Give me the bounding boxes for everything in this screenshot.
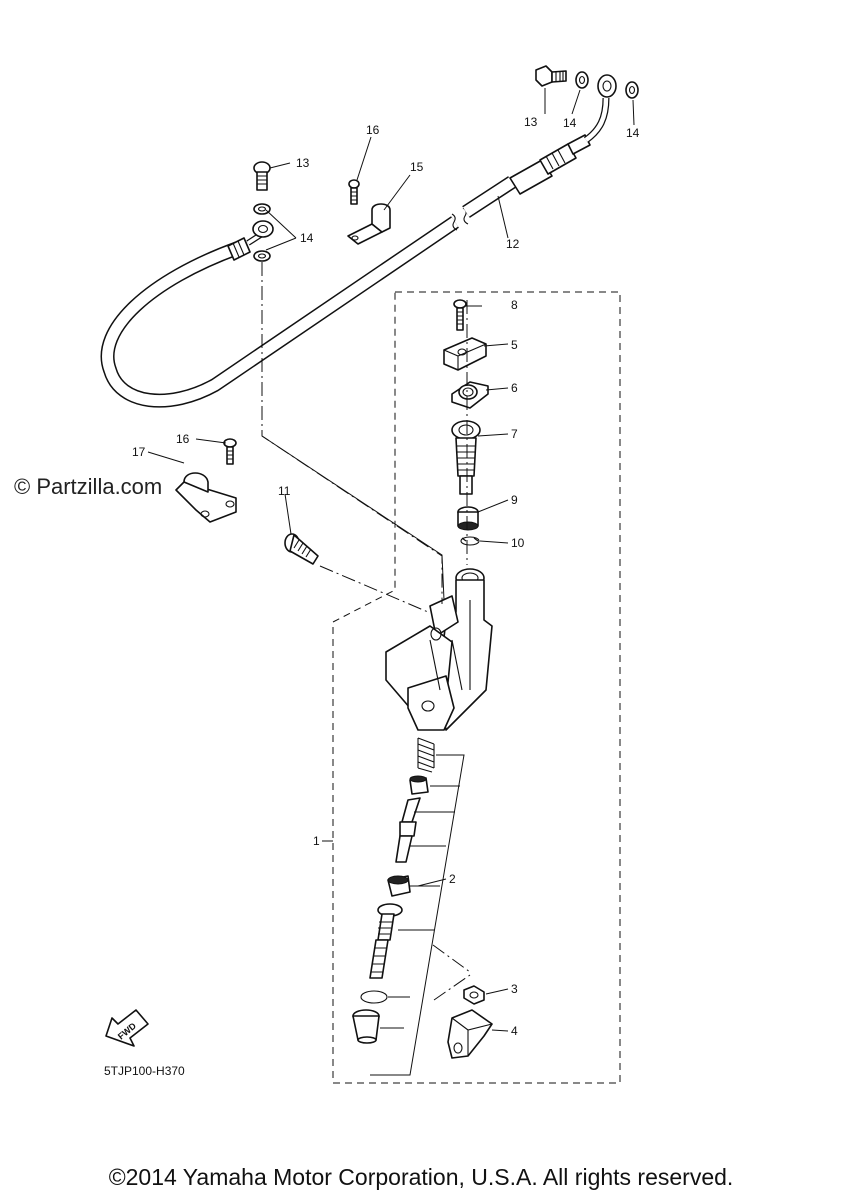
lower-washer-b[interactable] — [253, 250, 271, 262]
reservoir-cap-screw[interactable] — [453, 299, 467, 331]
callout-14-lower: 14 — [300, 231, 314, 245]
reservoir-float[interactable] — [457, 506, 479, 531]
upper-washer-b[interactable] — [625, 81, 639, 99]
hose-clamp[interactable] — [175, 472, 237, 523]
mounting-bolt[interactable] — [284, 533, 319, 565]
upper-washer-a[interactable] — [575, 71, 589, 89]
callout-7: 7 — [511, 427, 518, 441]
callout-2: 2 — [449, 872, 456, 886]
hose-guide[interactable] — [347, 203, 391, 245]
master-cylinder-body[interactable] — [385, 568, 493, 731]
callout-14-upper-left: 14 — [563, 116, 577, 130]
callout-14-upper-right: 14 — [626, 126, 640, 140]
diagram-code: 5TJP100-H370 — [104, 1064, 185, 1078]
callout-13-lower: 13 — [296, 156, 310, 170]
callout-8: 8 — [511, 298, 518, 312]
callout-3: 3 — [511, 982, 518, 996]
forward-arrow-icon: FWD — [105, 1009, 149, 1047]
lower-washer-a[interactable] — [253, 203, 271, 215]
copyright-notice: ©2014 Yamaha Motor Corporation, U.S.A. A… — [109, 1164, 734, 1190]
piston-cup-a[interactable] — [409, 775, 429, 795]
callout-6: 6 — [511, 381, 518, 395]
callout-labels: 13 14 14 16 13 15 14 12 8 5 6 7 16 17 11… — [132, 115, 640, 1038]
reservoir-cap[interactable] — [443, 337, 487, 371]
diaphragm-holder[interactable] — [451, 381, 489, 409]
piston-kit-bracket — [370, 754, 465, 1076]
circlip[interactable] — [460, 536, 480, 546]
callout-4: 4 — [511, 1024, 518, 1038]
callout-9: 9 — [511, 493, 518, 507]
piston-cup-b[interactable] — [387, 875, 411, 897]
upper-banjo-fitting[interactable] — [597, 74, 617, 98]
lower-banjo-fitting[interactable] — [252, 220, 274, 238]
clevis[interactable] — [447, 1009, 493, 1059]
callout-12: 12 — [506, 237, 520, 251]
hose-guide-screw[interactable] — [348, 179, 360, 205]
callout-16-upper: 16 — [366, 123, 380, 137]
callout-1: 1 — [313, 834, 320, 848]
push-rod[interactable] — [369, 903, 403, 979]
callout-10: 10 — [511, 536, 525, 550]
lock-nut[interactable] — [463, 985, 485, 1005]
brake-hose[interactable] — [100, 97, 610, 408]
hose-clamp-screw[interactable] — [223, 438, 237, 465]
callout-13-upper: 13 — [524, 115, 538, 129]
piston-spring[interactable] — [417, 737, 435, 773]
lower-union-bolt[interactable] — [253, 161, 271, 191]
boot[interactable] — [352, 1009, 380, 1044]
retaining-ring[interactable] — [360, 990, 388, 1004]
connection-lines — [261, 262, 471, 1001]
upper-union-bolt[interactable] — [535, 65, 567, 87]
callout-17: 17 — [132, 445, 146, 459]
callout-11: 11 — [278, 484, 291, 498]
partzilla-watermark: © Partzilla.com — [14, 474, 162, 499]
callout-16-lower: 16 — [176, 432, 190, 446]
leader-lines — [147, 88, 635, 1032]
piston-rod[interactable] — [395, 797, 421, 863]
reservoir-diaphragm[interactable] — [451, 420, 481, 495]
callout-15: 15 — [410, 160, 424, 174]
assembly-boundary — [332, 291, 621, 1084]
callout-5: 5 — [511, 338, 518, 352]
